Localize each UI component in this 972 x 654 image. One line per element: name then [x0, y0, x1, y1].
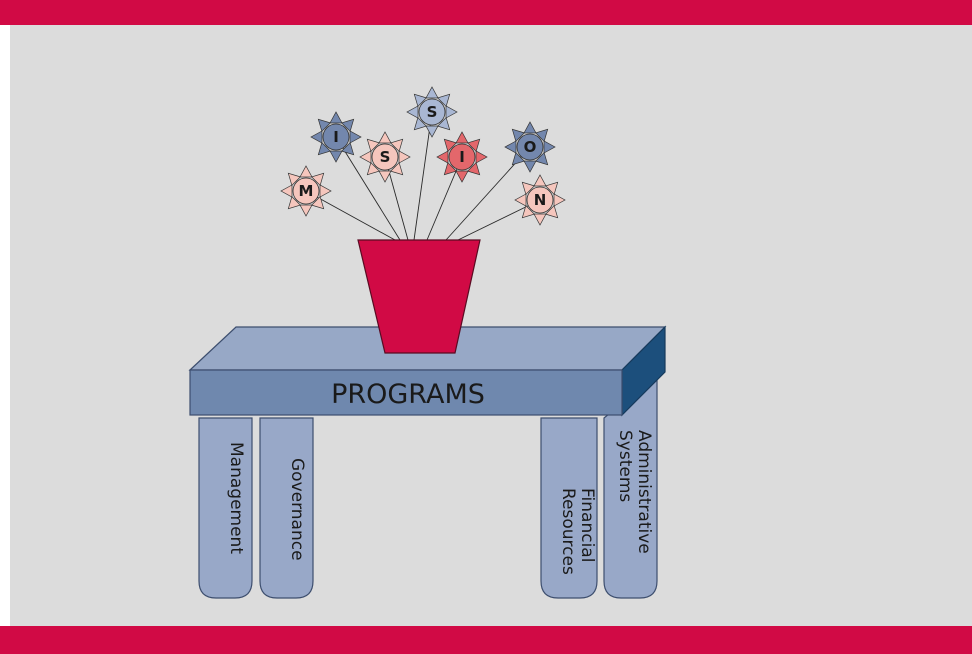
flower-petal — [553, 193, 566, 207]
flower-petal — [319, 184, 332, 198]
flower-petal — [425, 125, 439, 138]
leg-label-management: Management — [226, 442, 246, 554]
flower-letter-s-2: S — [427, 103, 438, 121]
table-front-face — [189, 369, 623, 416]
flower-center — [516, 133, 544, 161]
flower-petal — [521, 181, 536, 196]
flower-petal — [521, 204, 536, 219]
flower-petal — [329, 150, 343, 163]
flower-petal — [543, 140, 556, 154]
flower-letter-m: M — [299, 182, 314, 200]
flower-letter-n: N — [534, 191, 547, 209]
flower-petal — [340, 118, 355, 133]
table-legs: Management Governance Financial Resource… — [198, 373, 658, 599]
flower-center — [448, 143, 476, 171]
flower-petal — [340, 141, 355, 156]
flower-petal — [310, 172, 325, 187]
flower-letter-s-1: S — [380, 148, 391, 166]
flower-petal — [436, 116, 451, 131]
top-accent-bar — [0, 0, 972, 25]
flower-petal — [504, 140, 517, 154]
flower-m: M — [280, 165, 332, 217]
flower-petal — [317, 141, 332, 156]
flower-n: N — [514, 174, 566, 226]
leg-governance: Governance — [259, 417, 314, 599]
flower-petal — [455, 131, 469, 144]
table-label: PROGRAMS — [331, 379, 485, 410]
leg-label-governance: Governance — [287, 458, 307, 561]
flower-petal — [310, 195, 325, 210]
flower-petal — [329, 111, 343, 124]
vase — [357, 239, 481, 354]
flower-petal — [398, 150, 411, 164]
leg-label-administrative-systems: Administrative Systems — [615, 430, 654, 559]
flower-center — [292, 177, 320, 205]
flower-petal — [378, 131, 392, 144]
flower-center — [418, 98, 446, 126]
flower-o: O — [504, 121, 556, 173]
flower-petal — [317, 118, 332, 133]
table-top: PROGRAMS — [188, 325, 667, 417]
flower-petal — [349, 130, 362, 144]
flower-petal — [287, 172, 302, 187]
flower-petal — [280, 184, 293, 198]
flower-center — [526, 186, 554, 214]
flower-i-1: I — [310, 111, 362, 163]
flowers: M I S S I O N — [280, 86, 566, 226]
flower-petal — [514, 193, 527, 207]
flower-petal — [544, 181, 559, 196]
flower-petal — [359, 150, 372, 164]
diagram-background — [10, 25, 972, 626]
flower-petal — [443, 138, 458, 153]
flower-petal — [378, 170, 392, 183]
flower-petal — [466, 161, 481, 176]
flower-petal — [436, 150, 449, 164]
flower-petal — [299, 204, 313, 217]
flower-letter-o: O — [524, 138, 537, 156]
flower-petal — [445, 105, 458, 119]
flower-letter-i-1: I — [333, 128, 339, 146]
flower-petal — [413, 93, 428, 108]
flower-petal — [544, 204, 559, 219]
flower-center — [371, 143, 399, 171]
flower-petal — [287, 195, 302, 210]
flower-center — [322, 123, 350, 151]
bottom-accent-bar — [0, 626, 972, 654]
flower-petal — [533, 174, 547, 187]
flower-petal — [406, 105, 419, 119]
flower-petal — [534, 151, 549, 166]
flower-petal — [455, 170, 469, 183]
flower-petal — [389, 138, 404, 153]
flower-s-2: S — [406, 86, 458, 138]
flower-petal — [475, 150, 488, 164]
flower-petal — [366, 161, 381, 176]
flower-petal — [511, 128, 526, 143]
flower-petal — [534, 128, 549, 143]
flower-petal — [443, 161, 458, 176]
leg-administrative-systems: Administrative Systems — [603, 373, 658, 599]
leg-label-financial-resources: Financial Resources — [558, 488, 597, 575]
leg-management: Management — [198, 417, 253, 599]
flower-petal — [523, 121, 537, 134]
flower-s-1: S — [359, 131, 411, 183]
leg-financial-resources: Financial Resources — [540, 417, 598, 599]
flower-petal — [299, 165, 313, 178]
flower-petal — [436, 93, 451, 108]
flower-i-2: I — [436, 131, 488, 183]
flower-petal — [366, 138, 381, 153]
flower-petal — [523, 160, 537, 173]
flower-petal — [533, 213, 547, 226]
flower-letter-i-2: I — [459, 148, 465, 166]
flower-petal — [413, 116, 428, 131]
flower-petal — [389, 161, 404, 176]
flower-petal — [511, 151, 526, 166]
flower-petal — [466, 138, 481, 153]
flower-petal — [425, 86, 439, 99]
flower-petal — [310, 130, 323, 144]
